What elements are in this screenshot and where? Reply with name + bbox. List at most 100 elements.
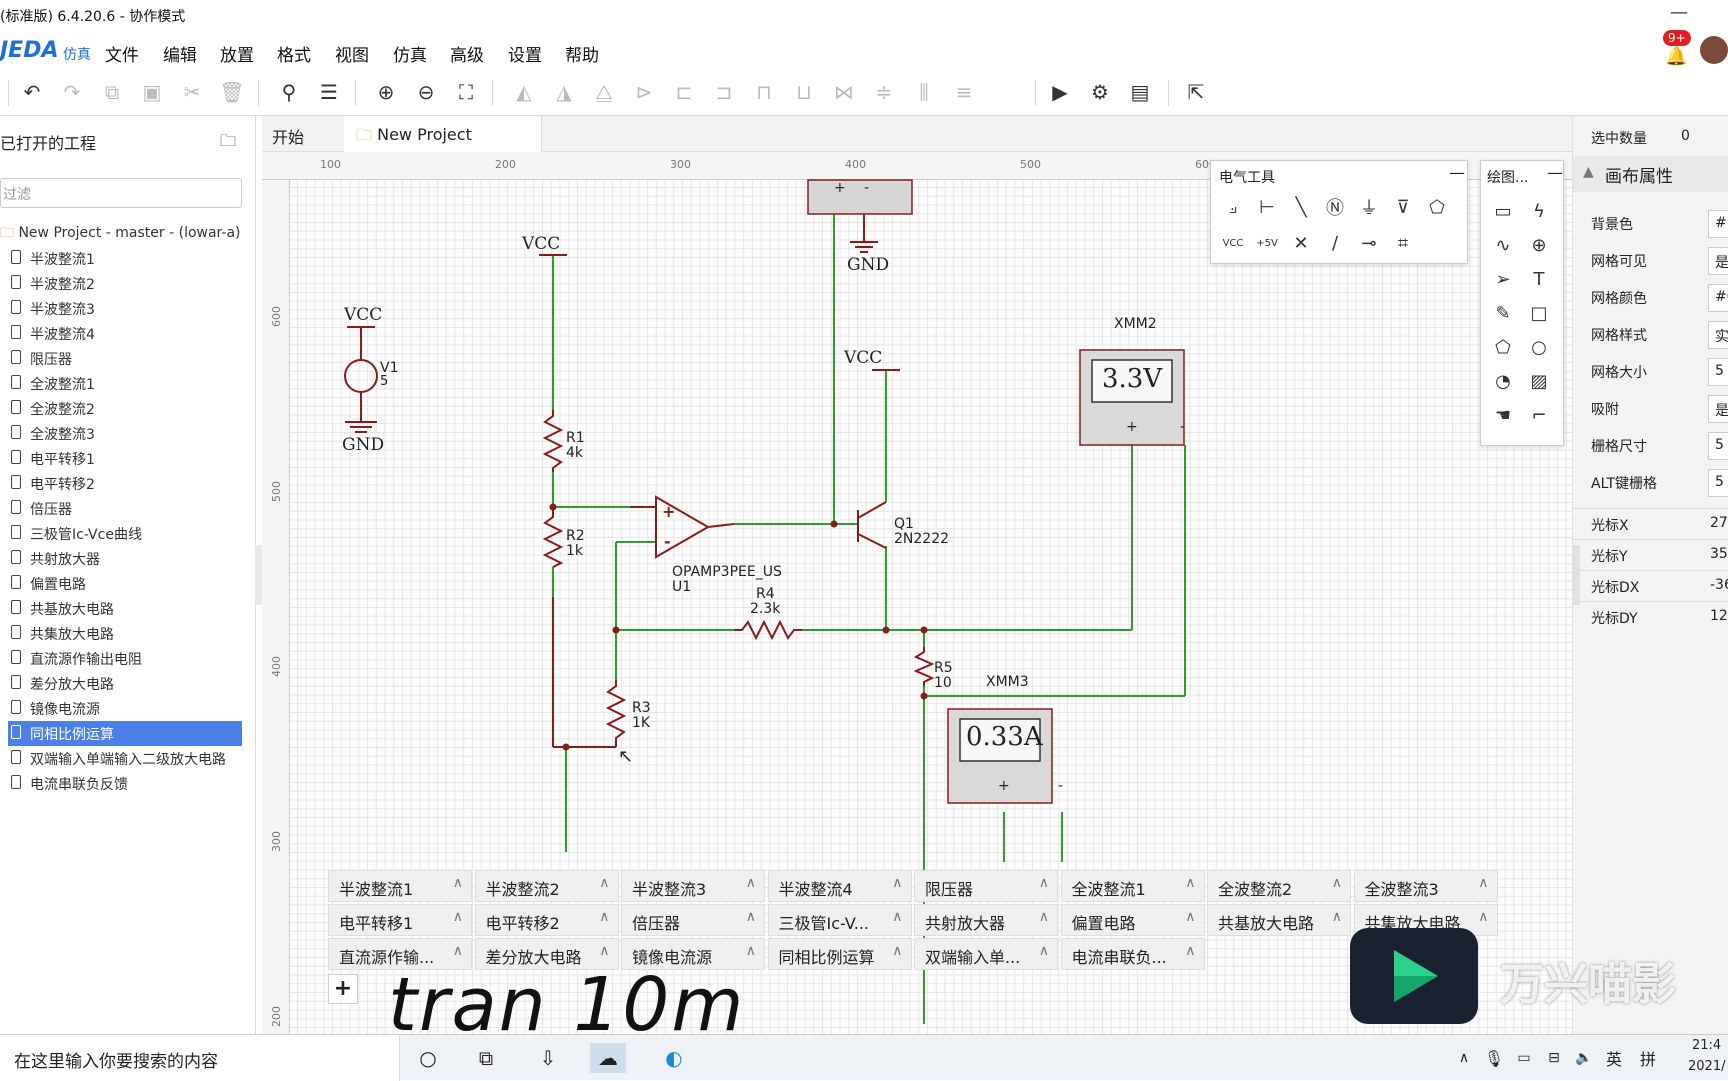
delete-icon[interactable]: 🗑 — [219, 80, 245, 104]
align-center-v-icon[interactable]: ⋈ — [834, 80, 854, 104]
project-file-item[interactable]: 共基放大电路 — [8, 596, 242, 621]
project-file-item[interactable]: 镜像电流源 — [8, 696, 242, 721]
menu-place[interactable]: 放置 — [220, 46, 254, 66]
prop-value-field[interactable]: 是 — [1708, 395, 1728, 423]
collapse-icon[interactable]: — — [1547, 163, 1563, 182]
menu-settings[interactable]: 设置 — [508, 46, 542, 66]
chevron-up-icon[interactable]: ∧ — [745, 909, 756, 925]
project-file-item[interactable]: 电平转移1 — [8, 446, 242, 471]
project-file-item[interactable]: 电平转移2 — [8, 471, 242, 496]
project-file-item[interactable]: 半波整流1 — [8, 246, 242, 271]
netport-icon[interactable]: ⬠ — [1429, 196, 1445, 218]
arrow-icon[interactable]: ➢ — [1495, 268, 1511, 290]
page-tab[interactable]: 倍压器∧ — [621, 904, 765, 936]
lightning-icon[interactable]: ϟ — [1533, 200, 1545, 222]
folder-icon[interactable]: 🗀 — [220, 131, 237, 150]
gear-icon[interactable]: ⚙ — [1091, 80, 1109, 104]
chevron-up-icon[interactable]: ∧ — [1185, 943, 1196, 959]
prop-value-field[interactable]: 是 — [1708, 247, 1728, 275]
project-root[interactable]: 🗀 New Project - master - (lowar-a) — [0, 225, 241, 241]
page-tab[interactable]: 三极管Ic-V...∧ — [767, 904, 912, 936]
prop-value-field[interactable]: 5 — [1708, 469, 1728, 497]
pin-icon[interactable]: ⊸ — [1361, 232, 1377, 254]
plus5v-icon[interactable]: +5V — [1256, 237, 1278, 249]
chevron-up-icon[interactable]: ∧ — [1038, 943, 1049, 959]
chevron-up-icon[interactable]: ∧ — [1331, 909, 1342, 925]
align-left-icon[interactable]: ⊏ — [675, 80, 693, 104]
image-icon[interactable]: ▨ — [1530, 370, 1548, 392]
ground-icon[interactable]: ⏚ — [1360, 198, 1378, 219]
prop-value-field[interactable]: #C — [1708, 284, 1728, 312]
add-page-button[interactable]: + — [328, 974, 358, 1004]
align-top-icon[interactable]: ⊓ — [756, 80, 772, 104]
page-tab[interactable]: 电流串联负...∧ — [1060, 938, 1205, 970]
page-tab[interactable]: 半波整流2∧ — [474, 870, 619, 902]
page-tab[interactable]: 限压器∧ — [914, 870, 1058, 902]
mic-icon[interactable]: 🎙 — [1483, 1048, 1505, 1068]
filter-input[interactable]: 过滤 — [0, 178, 242, 208]
undo-icon[interactable]: ↶ — [23, 80, 41, 104]
page-tab[interactable]: 电平转移2∧ — [474, 904, 619, 936]
ime-lang[interactable]: 英 — [1605, 1050, 1622, 1069]
chevron-up-icon[interactable]: ∧ — [599, 909, 610, 925]
chevron-up-icon[interactable]: ∧ — [452, 875, 463, 891]
probe-icon[interactable]: ∕ — [1331, 232, 1339, 254]
pencil-icon[interactable]: ✎ — [1495, 302, 1511, 324]
collapse-right-handle[interactable] — [1572, 545, 1580, 605]
project-file-item[interactable]: 全波整流2 — [8, 396, 242, 421]
collapse-left-handle[interactable] — [255, 545, 263, 605]
fit-view-icon[interactable]: ⛶ — [459, 80, 473, 104]
chevron-up-icon[interactable]: ∧ — [745, 875, 756, 891]
chevron-up-icon[interactable]: ∧ — [599, 875, 610, 891]
distribute-h-icon[interactable]: ⫼ — [919, 80, 929, 104]
prop-value-field[interactable]: 5 — [1708, 358, 1728, 386]
flip-v-icon[interactable]: ⊳ — [635, 80, 653, 104]
page-tab[interactable]: 同相比例运算∧ — [767, 938, 912, 970]
menu-advanced[interactable]: 高级 — [450, 46, 484, 66]
ime-mode[interactable]: 拼 — [1639, 1050, 1656, 1069]
cut-icon[interactable]: ✂ — [183, 80, 201, 104]
tray-chevron-icon[interactable]: ∧ — [1458, 1050, 1470, 1066]
hand-icon[interactable]: ☚ — [1494, 404, 1512, 426]
project-file-item[interactable]: 半波整流3 — [8, 296, 242, 321]
rotate-ccw-icon[interactable]: ◮ — [556, 80, 572, 104]
copy-icon[interactable]: ⧉ — [104, 80, 120, 104]
project-file-item[interactable]: 全波整流1 — [8, 371, 242, 396]
chevron-up-icon[interactable]: ∧ — [1185, 909, 1196, 925]
menu-view[interactable]: 视图 — [335, 46, 369, 66]
bus-entry-icon[interactable]: ⊢ — [1259, 196, 1275, 218]
chevron-up-icon[interactable]: ∧ — [1478, 909, 1489, 925]
find-replace-icon[interactable]: ☰ — [320, 80, 338, 104]
netlist-icon[interactable]: ▤ — [1130, 80, 1150, 104]
rotate-icon[interactable]: ◭ — [516, 80, 532, 104]
page-tab[interactable]: 镜像电流源∧ — [621, 938, 765, 970]
page-tab[interactable]: 共射放大器∧ — [914, 904, 1058, 936]
page-tab[interactable]: 半波整流1∧ — [328, 870, 472, 902]
paste-icon[interactable]: ▣ — [142, 80, 162, 104]
cortana-icon[interactable]: ○ — [419, 1046, 437, 1070]
corner-line-icon[interactable]: ⌐ — [1531, 404, 1547, 426]
distribute-v-icon[interactable]: ≡ — [955, 80, 973, 104]
chevron-up-icon[interactable]: ∧ — [1478, 875, 1489, 891]
project-file-item[interactable]: 直流源作输出电阻 — [8, 646, 242, 671]
menu-file[interactable]: 文件 — [105, 46, 139, 66]
bell-icon[interactable]: 🔔 — [1665, 46, 1688, 67]
project-file-item[interactable]: 半波整流4 — [8, 321, 242, 346]
page-tab[interactable]: 双端输入单...∧ — [914, 938, 1058, 970]
align-bottom-icon[interactable]: ⊔ — [796, 80, 812, 104]
project-file-item[interactable]: 电流串联负反馈 — [8, 771, 242, 796]
image-frame-icon[interactable]: ▭ — [1494, 200, 1512, 222]
circle-icon[interactable]: ○ — [1531, 336, 1547, 358]
project-file-item[interactable]: 倍压器 — [8, 496, 242, 521]
prop-value-field[interactable]: #F — [1708, 210, 1728, 238]
search-icon[interactable]: ⚲ — [281, 80, 297, 104]
align-right-icon[interactable]: ⊐ — [715, 80, 733, 104]
tab-new-project[interactable]: 🗀 New Project — [344, 116, 542, 152]
chevron-up-icon[interactable]: ∧ — [892, 943, 903, 959]
menu-simulate[interactable]: 仿真 — [393, 46, 427, 66]
project-file-item[interactable]: 半波整流2 — [8, 271, 242, 296]
chevron-up-icon[interactable]: ∧ — [1185, 875, 1196, 891]
project-file-item[interactable]: 全波整流3 — [8, 421, 242, 446]
gnd-arrow-icon[interactable]: ⊽ — [1396, 196, 1410, 218]
circle-plus-icon[interactable]: ⊕ — [1531, 234, 1547, 256]
